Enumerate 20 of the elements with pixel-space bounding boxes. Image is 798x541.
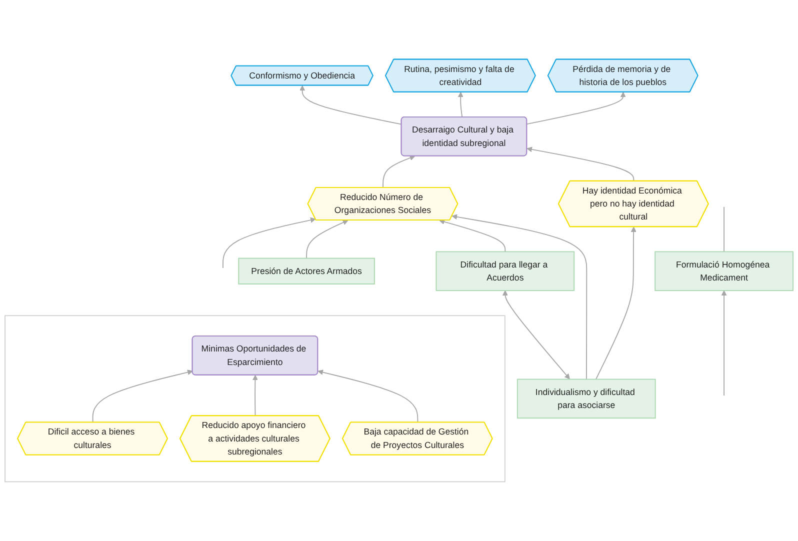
cluster [4,315,506,482]
node-box: Formulació Homogénea Medicament [654,251,794,292]
arrow [721,290,727,396]
arrow [252,374,258,416]
arrow [318,370,418,423]
arrow [306,220,348,259]
arrow [595,226,636,380]
node-box: Individualismo y dificultad para asociarse [516,378,656,419]
node-box: Dificultad para llegar a Acuerdos [436,251,575,292]
arrow [222,217,316,268]
arrow [502,290,570,380]
arrow [458,92,464,118]
arrow [300,85,402,125]
node-box: Presión de Actores Armados [238,258,375,284]
arrow [382,155,416,188]
arrow [526,146,634,182]
arrow [526,92,626,125]
arrow [439,219,506,252]
arrow [92,370,193,423]
arrow [452,214,588,380]
